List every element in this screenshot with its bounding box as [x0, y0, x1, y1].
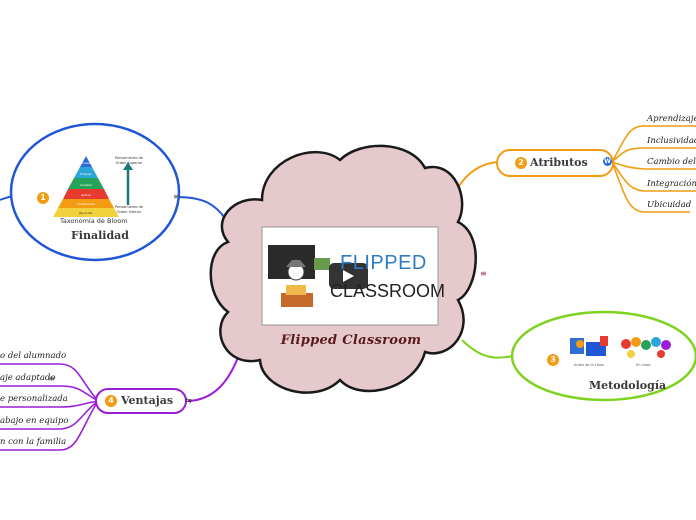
- finalidad-label[interactable]: Finalidad: [71, 229, 129, 242]
- pyramid-level-4: Aplicar: [80, 193, 92, 197]
- atributos-label[interactable]: Atributos: [530, 156, 588, 169]
- atributos-item-4[interactable]: Integración de: [647, 179, 696, 189]
- desk-illustration: [281, 293, 313, 307]
- ventajas-connector: [187, 351, 241, 402]
- notes-icon[interactable]: ≡: [480, 269, 487, 278]
- metodologia-number-badge: 3: [547, 354, 559, 366]
- pyramid-level-6: Recordar: [79, 211, 93, 215]
- pyramid-level-2: Evaluar: [80, 172, 92, 176]
- pyramid-level-3: Analizar: [79, 183, 93, 187]
- atributos-branches: [611, 125, 696, 213]
- ventajas-branches: [0, 363, 99, 451]
- atributos-item-2[interactable]: Inclusividad: [647, 136, 696, 146]
- metodologia-left-caption: Antes de la clase: [574, 363, 604, 367]
- link-icon[interactable]: ⇆: [185, 396, 192, 405]
- atributos-item-3[interactable]: Cambio del ro: [647, 157, 696, 167]
- atributos-item-1[interactable]: Aprendizaje ac: [647, 114, 696, 124]
- atributos-bubble[interactable]: [496, 149, 614, 177]
- metodologia-connector: [461, 339, 514, 359]
- ventajas-number-badge: 4: [105, 395, 117, 407]
- bloom-pyramid-image: [53, 156, 133, 217]
- notes-icon[interactable]: ≡: [173, 192, 180, 201]
- ventajas-label[interactable]: Ventajas: [121, 394, 174, 407]
- bloom-caption: Taxonomía de Bloom: [60, 217, 128, 225]
- finalidad-number-badge: 1: [37, 192, 49, 204]
- bloom-arrow-top-label: Pensamiento de Orden Superior: [114, 156, 144, 165]
- metodologia-right-caption: En clase: [636, 363, 651, 367]
- finalidad-connector: [175, 196, 226, 219]
- atributos-item-5[interactable]: Ubicuidad: [647, 200, 692, 210]
- ventajas-item-2[interactable]: aje adaptado: [0, 373, 56, 383]
- ventajas-item-1[interactable]: o del alumnado: [0, 351, 67, 361]
- ventajas-item-3[interactable]: e personalizada: [0, 394, 68, 404]
- video-thumbnail[interactable]: [261, 226, 439, 326]
- pyramid-level-1: Crear: [81, 161, 91, 165]
- pyramid-level-5: Comprender: [76, 202, 96, 206]
- ventajas-item-5[interactable]: n con la familia: [0, 437, 67, 447]
- video-word-classroom: CLASSROOM: [330, 281, 446, 301]
- ventajas-bubble[interactable]: [95, 388, 187, 414]
- wordpress-icon[interactable]: W: [603, 157, 612, 166]
- ventajas-item-4[interactable]: abajo en equipo: [0, 416, 69, 426]
- video-word-flipped: FLIPPED: [340, 252, 427, 274]
- bloom-arrow-bottom-label: Pensamiento de Orden Inferior: [114, 205, 144, 214]
- metodologia-label[interactable]: Metodología: [589, 379, 667, 392]
- atributos-number-badge: 2: [515, 157, 527, 169]
- metodologia-images: [570, 336, 671, 358]
- central-title[interactable]: Flipped Classroom: [280, 333, 422, 348]
- notes-icon[interactable]: ≡: [48, 374, 55, 383]
